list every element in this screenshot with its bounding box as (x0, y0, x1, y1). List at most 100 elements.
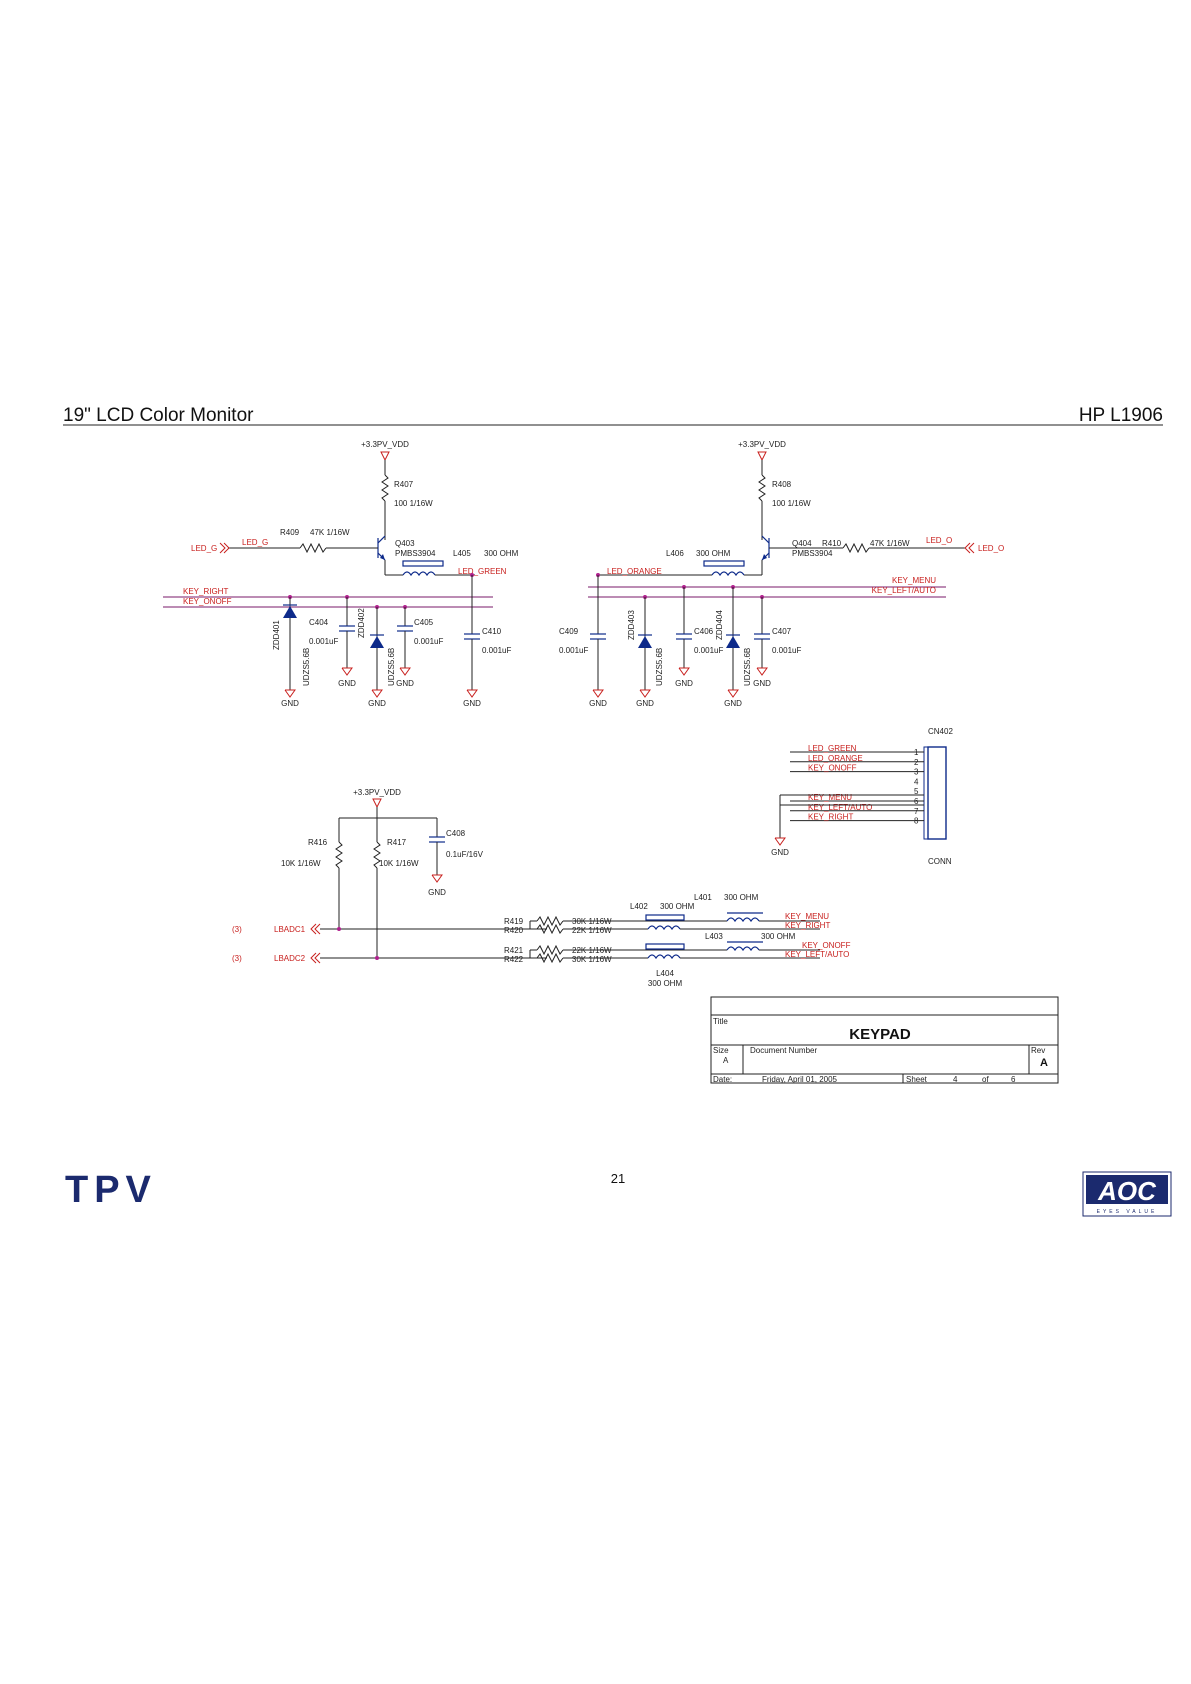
cn402-pin-net: KEY_LEFT/AUTO (808, 803, 872, 812)
transistor-q403 (377, 535, 386, 561)
aoc-logo-text: AOC (1097, 1176, 1157, 1206)
power-label-vdd-bottom: +3.3PV_VDD (353, 788, 401, 797)
l402-ref: L402 (630, 902, 648, 911)
title-label: Title (713, 1017, 728, 1026)
zdd403-part: UDZS5.6B (655, 648, 664, 686)
zdd403-ref: ZDD403 (627, 610, 636, 640)
led-green-driver: +3.3PV_VDD R407 100 1/16W Q403 PMBS3904 … (163, 440, 519, 708)
power-arrow-bottom (372, 798, 382, 809)
c409-ref: C409 (559, 627, 579, 636)
resistor-r422 (536, 952, 564, 964)
cn402-pin-number: 2 (914, 758, 919, 767)
page-number: 21 (611, 1171, 625, 1186)
r408-ref: R408 (772, 480, 792, 489)
zdd401-part: UDZS5.6B (302, 648, 311, 686)
c410-ref: C410 (482, 627, 502, 636)
r417-value: 10K 1/16W (379, 859, 419, 868)
resistor-r420 (536, 923, 564, 935)
r410-ref: R410 (822, 539, 842, 548)
l406-value: 300 OHM (696, 549, 731, 558)
r407-value: 100 1/16W (394, 499, 433, 508)
inductor-l403 (726, 946, 760, 952)
l401-value: 300 OHM (724, 893, 759, 902)
resistor-r409 (299, 542, 327, 554)
title-block: Title KEYPAD Size A Document Number Rev … (710, 996, 1059, 1084)
resistor-r408 (758, 474, 766, 502)
r409-value: 47K 1/16W (310, 528, 350, 537)
bus-key-menu-label: KEY_MENU (892, 576, 936, 585)
bus-key-left-auto-label: KEY_LEFT/AUTO (872, 586, 936, 595)
out-key-menu: KEY_MENU (785, 912, 829, 921)
connector-body (927, 746, 947, 840)
c408-value: 0.1uF/16V (446, 850, 484, 859)
r422-ref: R422 (504, 955, 524, 964)
cn402-ref: CN402 (928, 727, 953, 736)
sheet-title: KEYPAD (849, 1026, 911, 1043)
inductor-l405 (402, 571, 436, 577)
cn402-pin-net: KEY_RIGHT (808, 813, 853, 822)
gnd-label-9: GND (724, 699, 742, 708)
out-key-right: KEY_RIGHT (785, 921, 830, 930)
c410-value: 0.001uF (482, 646, 511, 655)
resistor-r417 (373, 841, 381, 869)
c404-ref: C404 (309, 618, 329, 627)
r416-value: 10K 1/16W (281, 859, 321, 868)
c409-value: 0.001uF (559, 646, 588, 655)
zener-zdd403 (638, 634, 652, 648)
gnd-label-8: GND (675, 679, 693, 688)
r409-ref: R409 (280, 528, 300, 537)
inductor-l406 (711, 571, 745, 577)
cn402-pin-number: 6 (914, 797, 919, 806)
port-lbadc1: LBADC1 (274, 925, 306, 934)
lbadc-key-network: +3.3PV_VDD R416 10K 1/16W R417 10K 1/16W… (232, 788, 851, 988)
q404-ref: Q404 (792, 539, 812, 548)
r420-ref: R420 (504, 926, 524, 935)
zener-zdd404 (726, 634, 740, 648)
l405-value: 300 OHM (484, 549, 519, 558)
cn402-pin-number: 4 (914, 777, 919, 786)
transistor-q404 (761, 535, 770, 561)
c406-value: 0.001uF (694, 646, 723, 655)
inductor-l405-core (402, 560, 444, 567)
date-value: Friday, April 01, 2005 (762, 1075, 838, 1084)
r416-ref: R416 (308, 838, 328, 847)
header-title-left: 19" LCD Color Monitor (63, 405, 254, 426)
r407-ref: R407 (394, 480, 414, 489)
rev-label: Rev (1031, 1046, 1045, 1055)
tpv-logo: TPV (65, 1169, 157, 1211)
sheet-label: Sheet (906, 1075, 928, 1084)
r421-ref: R421 (504, 946, 524, 955)
gnd-label-5: GND (463, 699, 481, 708)
sheet-ref-1: (3) (232, 925, 242, 934)
cn402-pin-number: 7 (914, 807, 919, 816)
cn402-pin-net: KEY_MENU (808, 793, 852, 802)
cn402-pin-net: LED_ORANGE (808, 754, 863, 763)
net-led-green: LED_GREEN (458, 567, 507, 576)
inductor-l402 (647, 925, 681, 931)
q403-part: PMBS3904 (395, 549, 436, 558)
gnd-label-3: GND (368, 699, 386, 708)
cn402-pin-number: 8 (914, 817, 919, 826)
c407-value: 0.001uF (772, 646, 801, 655)
cn402-pin-number: 1 (914, 748, 919, 757)
gnd-label-6: GND (589, 699, 607, 708)
zdd402-ref: ZDD402 (357, 608, 366, 638)
inductor-l406-core (703, 560, 745, 567)
zener-zdd401 (283, 604, 297, 618)
inductor-l402-core (645, 914, 685, 921)
cn402-pin-number: 5 (914, 787, 919, 796)
zdd402-part: UDZS5.6B (387, 648, 396, 686)
bus-key-right-label: KEY_RIGHT (183, 587, 228, 596)
gnd-label-7: GND (636, 699, 654, 708)
aoc-logo: AOC EYES VALUE (1082, 1171, 1172, 1217)
r420-value: 22K 1/16W (572, 926, 612, 935)
resistor-r407 (381, 474, 389, 502)
date-label: Date: (713, 1075, 732, 1084)
cn402-pin-number: 3 (914, 768, 919, 777)
net-led-o-port: LED_O (978, 544, 1004, 553)
power-arrow-left (380, 451, 390, 462)
c404-value: 0.001uF (309, 637, 338, 646)
out-key-onoff: KEY_ONOFF (802, 941, 851, 950)
